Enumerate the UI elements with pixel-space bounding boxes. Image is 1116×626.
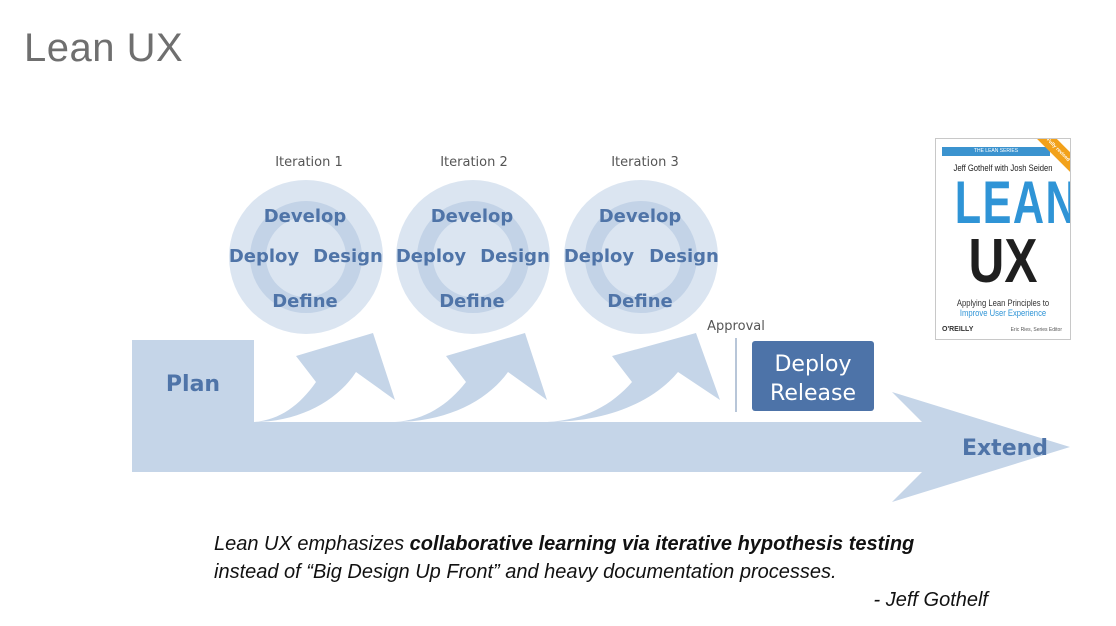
slide-title: Lean UX bbox=[24, 26, 184, 70]
cycle-develop-3: Develop bbox=[599, 206, 682, 227]
iteration-label-1: Iteration 1 bbox=[275, 155, 343, 170]
iteration-arrow-1 bbox=[254, 333, 395, 422]
approval-label: Approval bbox=[707, 319, 765, 334]
extend-arrow bbox=[132, 392, 1070, 502]
quote-emphasis: collaborative learning via iterative hyp… bbox=[409, 533, 915, 555]
iteration-label-2: Iteration 2 bbox=[440, 155, 508, 170]
book-series-bar: THE LEAN SERIES bbox=[942, 147, 1050, 156]
iteration-arrow-3 bbox=[547, 333, 720, 422]
extend-label: Extend bbox=[962, 436, 1048, 461]
plan-label: Plan bbox=[166, 372, 220, 397]
iteration-arrow-2 bbox=[395, 333, 547, 422]
cycle-design-1: Design bbox=[313, 246, 383, 267]
book-title-lean: LEAN bbox=[954, 169, 1071, 236]
book-editor: Eric Ries, Series Editor bbox=[1010, 327, 1062, 333]
cycle-deploy-1: Deploy bbox=[229, 246, 300, 267]
cycle-develop-1: Develop bbox=[264, 206, 347, 227]
quote-block: Lean UX emphasizes collaborative learnin… bbox=[214, 530, 994, 614]
iteration-cycle-2 bbox=[396, 180, 550, 334]
book-publisher: O'REILLY bbox=[942, 326, 974, 333]
cycle-deploy-2: Deploy bbox=[396, 246, 467, 267]
cycle-deploy-3: Deploy bbox=[564, 246, 635, 267]
cycle-develop-2: Develop bbox=[431, 206, 514, 227]
deploy-release-line1: Deploy bbox=[774, 352, 851, 377]
quote-text-line2: instead of “Big Design Up Front” and hea… bbox=[214, 561, 837, 583]
book-subtitle-2: Improve User Experience bbox=[959, 308, 1047, 318]
quote-author: - Jeff Gothelf bbox=[873, 589, 989, 611]
book-authors: Jeff Gothelf with Josh Seiden bbox=[953, 163, 1053, 173]
cycle-define-3: Define bbox=[607, 291, 673, 312]
book-subtitle-1: Applying Lean Principles to bbox=[956, 298, 1050, 308]
plan-block bbox=[132, 340, 254, 472]
lean-ux-book-cover: THE LEAN SERIES Fully revised Jeff Gothe… bbox=[935, 138, 1071, 340]
deploy-release-line2: Release bbox=[770, 381, 856, 406]
quote-text-start: Lean UX emphasizes bbox=[214, 533, 410, 555]
deploy-release-box bbox=[752, 341, 874, 411]
iteration-cycle-3 bbox=[564, 180, 718, 334]
cycle-define-2: Define bbox=[439, 291, 505, 312]
cycle-design-2: Design bbox=[480, 246, 550, 267]
cycle-design-3: Design bbox=[649, 246, 719, 267]
cycle-define-1: Define bbox=[272, 291, 338, 312]
iteration-cycle-1 bbox=[229, 180, 383, 334]
iteration-label-3: Iteration 3 bbox=[611, 155, 679, 170]
book-title-ux: UX bbox=[968, 227, 1038, 296]
